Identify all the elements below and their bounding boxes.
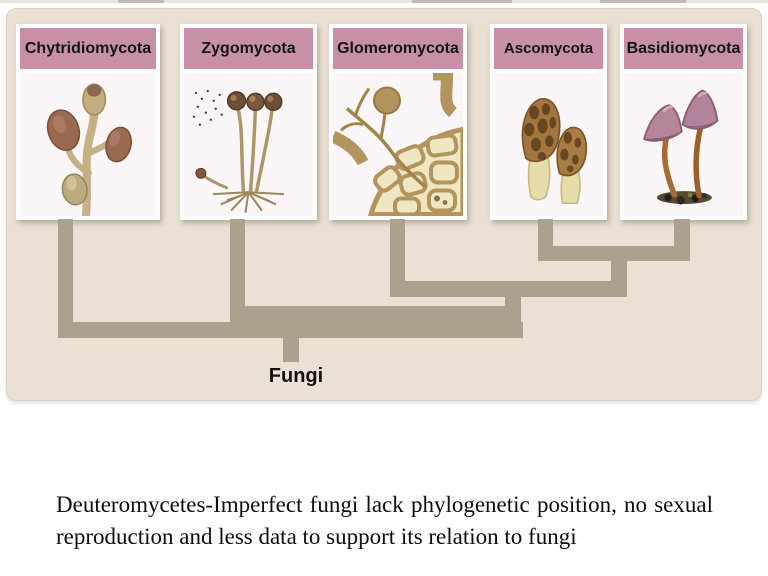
gilled-mushrooms-icon (643, 89, 719, 205)
taxon-label: Chytridiomycota (20, 28, 156, 69)
clade-drop-glomero-dikarya (505, 297, 521, 308)
pin-mold-icon (192, 89, 285, 213)
taxon-card-chytridiomycota: Chytridiomycota (16, 24, 160, 220)
chytrid-sporangia-icon (46, 83, 133, 216)
branch-chytridiomycota (58, 219, 73, 338)
figure-caption: Deuteromycetes-Imperfect fungi lack phyl… (56, 492, 713, 549)
branch-zygomycota (230, 219, 245, 322)
taxon-card-zygomycota: Zygomycota (180, 24, 317, 220)
taxon-card-basidiomycota: Basidiomycota (620, 24, 747, 220)
taxon-label: Zygomycota (184, 28, 313, 69)
cropped-top-edge-artifact (0, 0, 768, 3)
taxon-label: Ascomycota (494, 28, 603, 69)
taxon-card-glomeromycota: Glomeromycota (329, 24, 467, 220)
cropped-text-remnant (118, 0, 164, 3)
clade-drop-asco-basidio (611, 261, 627, 283)
mushroom-illustration (624, 73, 743, 216)
mycorrhiza-illustration (333, 73, 463, 216)
taxon-card-ascomycota: Ascomycota (490, 24, 607, 220)
clade-bar-glomero-dikarya (390, 281, 627, 297)
pin-mold-illustration (184, 73, 313, 216)
morel-mushrooms-icon (521, 98, 588, 205)
root-label: Fungi (268, 365, 324, 387)
clade-bar-asco-basidio (538, 246, 690, 261)
morel-illustration (494, 73, 603, 216)
clade-bar-zygo-clade (230, 306, 521, 322)
taxon-label: Basidiomycota (624, 28, 743, 69)
mycorrhiza-root-cells-icon (333, 73, 463, 216)
branch-glomeromycota (390, 219, 405, 297)
clade-bar-all-fungi (58, 322, 523, 338)
cropped-text-remnant (600, 0, 686, 3)
root-branch (283, 338, 299, 362)
taxon-label: Glomeromycota (333, 28, 463, 69)
chytrid-sporangia-illustration (20, 73, 156, 216)
cropped-text-remnant (412, 0, 512, 3)
